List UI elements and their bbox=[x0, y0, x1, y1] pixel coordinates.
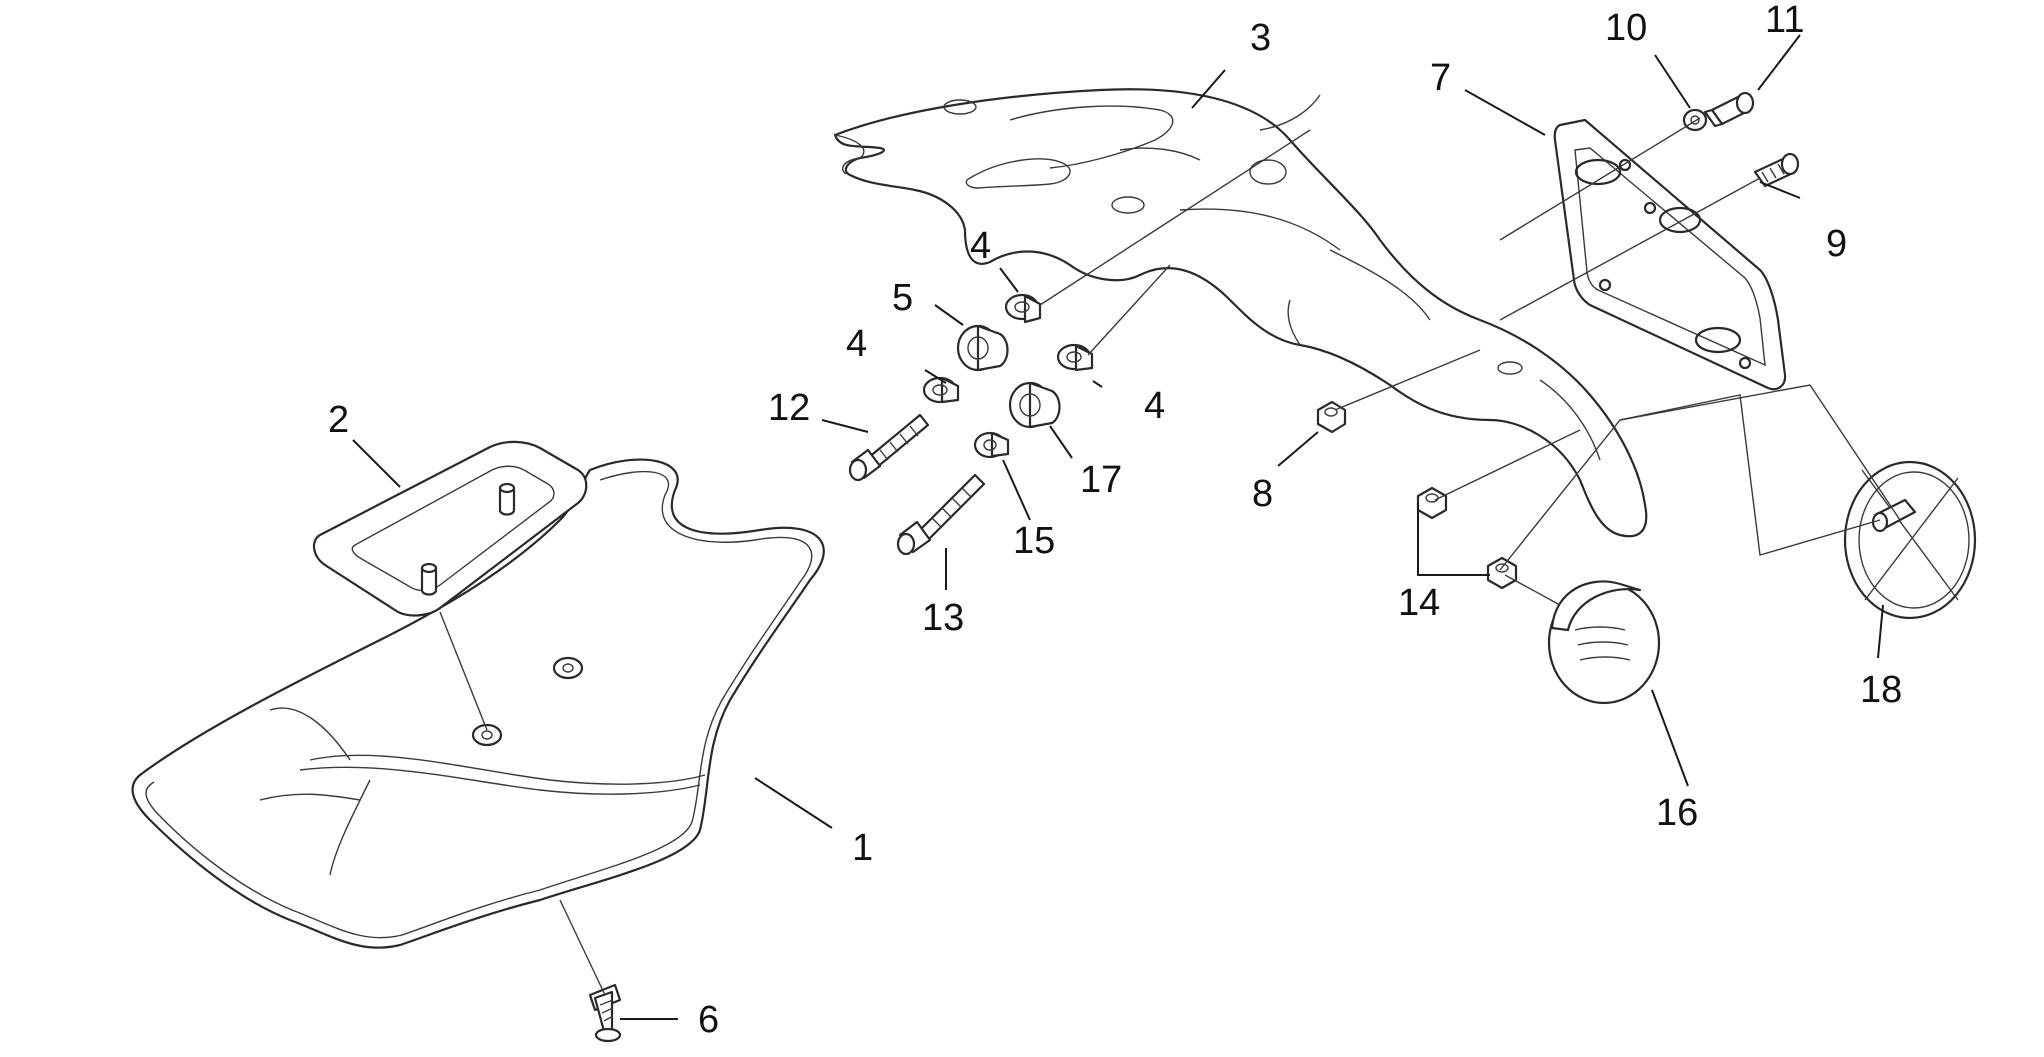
part-5-spacer bbox=[956, 324, 1009, 372]
callout-17: 17 bbox=[1080, 459, 1122, 501]
part-18-reflector bbox=[1843, 460, 1977, 620]
part-9-screw bbox=[1753, 152, 1800, 188]
callout-14: 14 bbox=[1398, 582, 1440, 624]
callout-8: 8 bbox=[1252, 473, 1273, 515]
callout-6: 6 bbox=[698, 999, 719, 1041]
part-15-washer bbox=[973, 431, 1010, 459]
part-4-washer-upper bbox=[1004, 293, 1042, 324]
part-4-washer-right bbox=[1056, 343, 1094, 372]
callout-1: 1 bbox=[852, 827, 873, 869]
callout-4-upper: 4 bbox=[970, 225, 991, 267]
callout-5: 5 bbox=[892, 277, 913, 319]
part-3-mudguard bbox=[833, 88, 1648, 538]
callout-11: 11 bbox=[1765, 0, 1804, 41]
part-6-screw bbox=[588, 983, 622, 1043]
part-8-nut bbox=[1316, 400, 1347, 434]
part-16-lens bbox=[1547, 580, 1661, 705]
callout-12: 12 bbox=[768, 387, 810, 429]
part-12-bolt bbox=[848, 413, 930, 482]
callout-13: 13 bbox=[922, 597, 964, 639]
callout-leaders bbox=[352, 34, 1884, 1020]
part-4-washer-left bbox=[922, 376, 960, 404]
part-10-washer bbox=[1682, 108, 1708, 132]
part-2-holder bbox=[312, 440, 588, 617]
callout-10: 10 bbox=[1605, 7, 1647, 49]
callout-16: 16 bbox=[1656, 792, 1698, 834]
callout-4-left: 4 bbox=[846, 323, 867, 365]
callout-labels: 1 2 3 4 4 4 5 6 7 8 9 10 11 12 13 14 15 … bbox=[328, 0, 1902, 1041]
callout-18: 18 bbox=[1860, 669, 1902, 711]
assembly-lines bbox=[439, 117, 1901, 996]
part-7-plate-holder bbox=[1553, 118, 1787, 391]
callout-15: 15 bbox=[1013, 520, 1055, 562]
callout-9: 9 bbox=[1826, 223, 1847, 265]
part-1-tray bbox=[131, 458, 825, 949]
part-13-bolt bbox=[896, 473, 986, 556]
part-17-spacer bbox=[1008, 381, 1061, 429]
callout-7: 7 bbox=[1430, 57, 1451, 99]
part-14-nut-lower bbox=[1486, 556, 1518, 590]
callout-3: 3 bbox=[1250, 17, 1271, 59]
part-11-screw bbox=[1703, 91, 1755, 128]
callout-2: 2 bbox=[328, 399, 349, 441]
part-14-nut-upper bbox=[1416, 486, 1448, 520]
callout-4-right: 4 bbox=[1144, 385, 1165, 427]
